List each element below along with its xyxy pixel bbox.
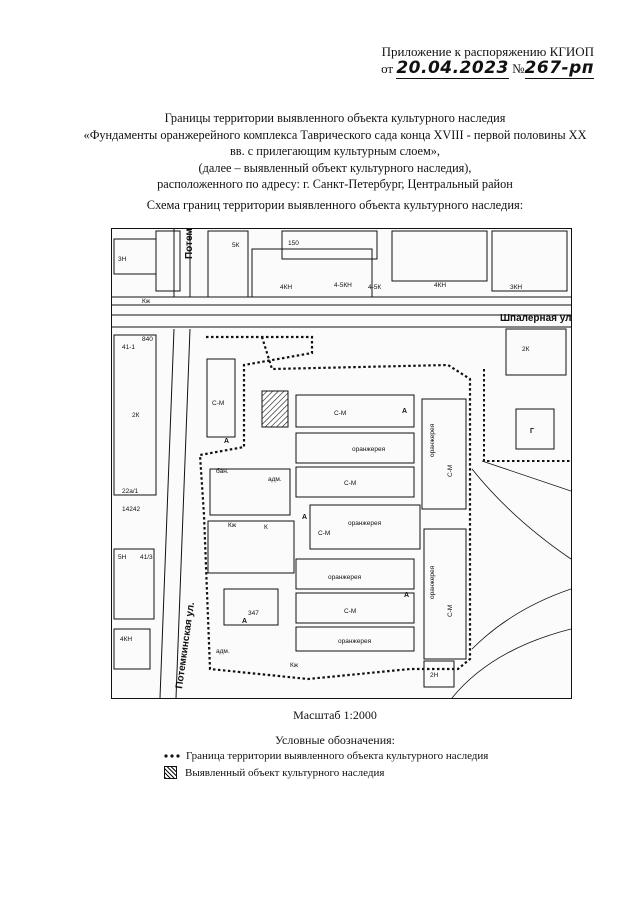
title-line-2: «Фундаменты оранжерейного комплекса Тавр… <box>83 127 587 142</box>
label-3kn: 3КН <box>510 284 522 291</box>
label-4-5kn: 4-5КН <box>334 282 352 289</box>
label-347: 347 <box>248 610 259 617</box>
label-2k-east: 2К <box>522 346 530 353</box>
label-bath: бан. <box>216 467 229 475</box>
east-boundary <box>483 369 571 462</box>
date-prefix: от <box>381 61 394 76</box>
north-buildings <box>112 230 571 306</box>
label-cm-4: С-М <box>318 530 330 537</box>
appendix-line: Приложение к распоряжению КГИОП <box>381 44 594 59</box>
garden-buildings <box>206 328 567 688</box>
label-cm-6: С-М <box>447 605 454 617</box>
map-scale: Масштаб 1:2000 <box>293 708 377 722</box>
label-3n-top: 3Н <box>118 256 127 263</box>
label-14242: 14242 <box>122 506 140 513</box>
document-title: Границы территории выявленного объекта к… <box>40 110 630 193</box>
label-adm-2: адм. <box>268 476 282 483</box>
title-line-4: (далее – выявленный объект культурного н… <box>198 160 472 175</box>
label-150: 150 <box>288 240 299 247</box>
hatched-square-icon <box>164 766 177 779</box>
label-4-5k: 4-5К <box>368 284 381 291</box>
legend-object-label: Выявленный объект культурного наследия <box>185 766 385 779</box>
label-4kn-top-2: 4КН <box>434 282 446 289</box>
label-greenhouse-6: оранжерея <box>429 565 436 599</box>
title-line-5: расположенного по адресу: г. Санкт-Петер… <box>157 177 513 191</box>
label-a-2: А <box>402 408 407 415</box>
label-a-5: А <box>242 618 247 625</box>
map-drawing: 3Н 5К 150 4КН 4-5КН 4-5К 4КН 3КН Кж Шпал… <box>112 229 571 698</box>
legend-boundary: Граница территории выявленного объекта к… <box>164 750 488 762</box>
scheme-heading: Схема границ территории выявленного объе… <box>146 198 524 212</box>
label-greenhouse-2: оранжерея <box>429 423 436 457</box>
label-2k-west: 2К <box>132 412 140 419</box>
label-cm-1: С-М <box>334 410 346 417</box>
label-greenhouse-1: оранжерея <box>352 446 386 453</box>
label-greenhouse-4: оранжерея <box>328 574 362 581</box>
label-cm-2: С-М <box>344 480 356 487</box>
order-date: 20.04.2023 <box>396 58 509 79</box>
legend-object: Выявленный объект культурного наследия <box>164 766 384 779</box>
label-greenhouse-5: оранжерея <box>338 638 372 645</box>
label-4kn-top: 4КН <box>280 284 292 291</box>
label-k-1: К <box>264 524 268 531</box>
legend-title: Условные обозначения: <box>274 733 396 747</box>
label-a-3: А <box>302 514 307 521</box>
title-line-1: Границы территории выявленного объекта к… <box>164 111 506 125</box>
heritage-boundary <box>198 335 472 681</box>
label-22a: 22а/1 <box>122 488 139 495</box>
label-5n: 5Н <box>118 554 127 561</box>
label-kzh-2: Кж <box>290 662 299 669</box>
label-kzh-1: Кж <box>228 522 237 529</box>
label-cm-7: С-М <box>212 400 224 407</box>
label-greenhouse-3: оранжерея <box>348 520 382 527</box>
label-a-1: А <box>224 438 229 445</box>
label-cm-5: С-М <box>344 608 356 615</box>
west-buildings <box>113 334 157 670</box>
street-shpalernaya: Шпалерная ул. <box>500 313 571 324</box>
label-5k: 5К <box>232 242 240 249</box>
title-line-3: вв. с прилегающим культурным слоем», <box>229 144 441 158</box>
label-840: 840 <box>142 336 153 343</box>
label-cm-3: С-М <box>447 465 454 477</box>
order-number: 267-рп <box>524 58 594 79</box>
boundary-map: 3Н 5К 150 4КН 4-5КН 4-5К 4КН 3КН Кж Шпал… <box>111 228 572 699</box>
label-adm-1: адм. <box>216 648 230 655</box>
label-g: Г <box>530 428 534 435</box>
label-4kn-west: 4КН <box>120 636 132 643</box>
label-kzh-top: Кж <box>142 298 151 305</box>
label-41-1: 41-1 <box>122 344 135 351</box>
legend-boundary-label: Граница территории выявленного объекта к… <box>186 750 489 762</box>
dotted-boundary-icon <box>164 754 180 758</box>
label-41-3: 41/3 <box>140 554 153 561</box>
number-prefix: № <box>512 61 525 76</box>
date-line: от 20.04.2023 №267-рп <box>381 58 594 79</box>
label-a-4: А <box>404 592 409 599</box>
label-2n: 2Н <box>430 672 439 679</box>
